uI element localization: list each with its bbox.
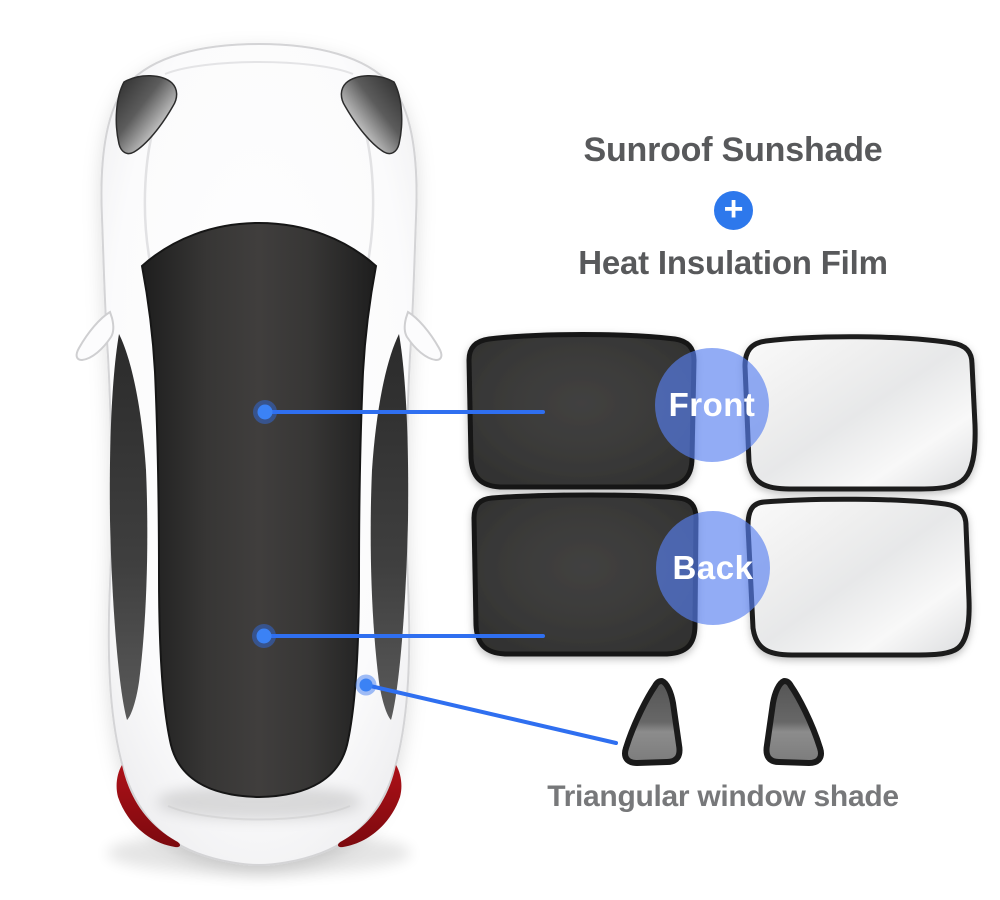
- triangular-window-shade-left-image: [622, 678, 683, 766]
- front-bumper-seam: [164, 61, 354, 75]
- left-side-mirror: [75, 310, 115, 362]
- back-sunroof-sunshade-image: [471, 492, 699, 657]
- back-heat-insulation-film-image: [745, 496, 972, 658]
- annotation-dot-triangular: [359, 678, 373, 692]
- left-side-window: [109, 334, 148, 720]
- annotation-line-triangular: [364, 683, 618, 745]
- front-sunroof-sunshade-image: [466, 332, 697, 490]
- back-badge-label: Back: [672, 549, 754, 586]
- car-top-view-illustration: [75, 42, 443, 875]
- front-badge: Front: [655, 348, 769, 462]
- left-headlight: [115, 75, 178, 155]
- front-heat-insulation-film-image: [742, 334, 978, 492]
- left-taillight: [116, 765, 181, 848]
- rear-glass-shadow: [157, 784, 361, 820]
- plus-glyph: +: [723, 189, 744, 228]
- product-panels: [466, 332, 978, 766]
- annotation-dot-back: [256, 628, 272, 644]
- right-headlight: [340, 75, 403, 155]
- plus-icon: +: [714, 191, 753, 230]
- right-side-window: [370, 334, 409, 720]
- annotation-connectors: [252, 400, 618, 745]
- windshield-roof-glass: [140, 221, 378, 799]
- triangular-window-shade-right-image: [763, 678, 824, 766]
- back-badge: Back: [656, 511, 770, 625]
- annotation-dot-front: [257, 404, 273, 420]
- title-sunroof-sunshade: Sunroof Sunshade: [583, 131, 883, 169]
- triangular-window-shade-caption: Triangular window shade: [547, 780, 899, 813]
- right-taillight: [337, 765, 402, 848]
- right-side-mirror: [403, 310, 443, 362]
- title-heat-insulation-film: Heat Insulation Film: [578, 244, 888, 281]
- front-badge-label: Front: [668, 386, 756, 423]
